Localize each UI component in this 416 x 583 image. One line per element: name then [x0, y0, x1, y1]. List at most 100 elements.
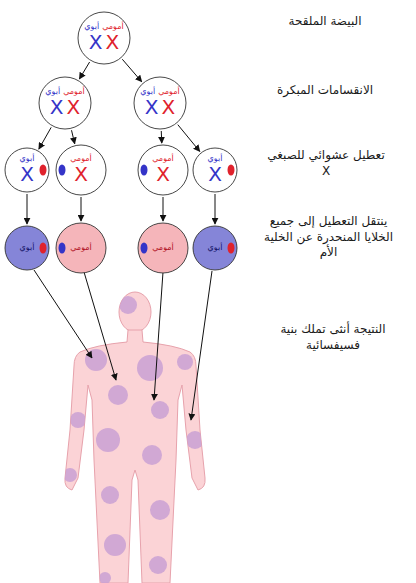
zygote-cell: أبويأموميXX — [77, 11, 131, 65]
mosaic-patch — [96, 428, 120, 452]
division-arrow — [81, 197, 82, 221]
cell-circle — [78, 12, 130, 64]
lineage-cell: أمومي — [137, 222, 189, 274]
origin-label: أمومي — [102, 23, 124, 31]
origin-label: أبوي — [208, 155, 223, 163]
origin-label: أمومي — [70, 155, 92, 163]
division-arrow — [39, 127, 51, 149]
inactive-x-body — [40, 243, 47, 254]
cell-content: أمومي — [70, 244, 92, 252]
origin-label: أبوي — [140, 88, 155, 96]
mosaic-patch — [70, 412, 86, 428]
mosaic-patch — [142, 445, 162, 465]
origin-label: أبوي — [20, 155, 35, 163]
arrow-line — [191, 271, 212, 420]
arrow-line — [34, 270, 92, 358]
origin-label: أبوي — [20, 244, 35, 252]
chromosome-letter: X — [20, 164, 34, 185]
origin-label: أبوي — [84, 23, 99, 31]
origin-label: أمومي — [152, 244, 174, 252]
inactivation-cell: أبويX — [4, 147, 50, 193]
division-arrow — [79, 62, 89, 79]
text-row: أبوي — [208, 155, 223, 163]
cell-circle — [138, 145, 188, 195]
stage-label: النتيجة أنثى تملك بنية فسيفسائية — [268, 322, 398, 353]
mosaic-patch — [63, 468, 77, 482]
cell-outline — [38, 76, 92, 130]
text-row: XX — [50, 97, 80, 118]
origin-label: أبوي — [45, 88, 60, 96]
chromosome-letter: X — [67, 97, 81, 118]
cell-outline — [77, 11, 131, 65]
stage-label: تعطيل عشوائي للصبغي X — [262, 148, 390, 179]
text-row: أبوي — [208, 244, 223, 252]
cell-circle — [138, 223, 188, 273]
mosaic-patch — [177, 354, 193, 370]
text-row: أبويأمومي — [45, 88, 84, 96]
chromosome-letter: X — [208, 164, 222, 185]
text-row: X — [20, 164, 34, 185]
inactive-x-body — [228, 165, 235, 176]
mosaic-patch — [149, 556, 167, 574]
origin-label: أبوي — [208, 244, 223, 252]
chromosome-letter: X — [106, 32, 120, 53]
cell-content: أبويX — [208, 155, 223, 184]
cell-circle — [193, 226, 237, 270]
cell-content: أموميX — [152, 155, 174, 184]
text-row: X — [156, 164, 170, 185]
cell-content: أبويأموميXX — [140, 88, 179, 117]
inactive-x-body — [40, 165, 47, 176]
early-cell: أبويأموميXX — [38, 76, 92, 130]
inactivation-cell: أموميX — [55, 144, 107, 196]
cell-circle — [5, 226, 49, 270]
cell-circle — [134, 77, 186, 129]
inactivation-cell: أبويX — [192, 147, 238, 193]
text-row: XX — [145, 97, 175, 118]
lineage-cell: أمومي — [55, 222, 107, 274]
cell-circle — [56, 145, 106, 195]
mosaic-patch — [101, 486, 119, 504]
chromosome-letter: X — [145, 97, 159, 118]
inactive-x-body — [141, 165, 148, 176]
cell-content: أبويأموميXX — [84, 23, 123, 52]
text-row: أبويأمومي — [84, 23, 123, 31]
text-row: أمومي — [70, 244, 92, 252]
inactive-x-body — [228, 243, 235, 254]
chromosome-letter: X — [50, 97, 64, 118]
chromosome-letter: X — [162, 97, 176, 118]
cell-content: أموميX — [70, 155, 92, 184]
division-arrow — [178, 125, 200, 152]
mosaic-patch — [104, 534, 126, 556]
cell-content: أبوي — [208, 244, 223, 252]
lineage-cell: أبوي — [192, 225, 238, 271]
mosaic-patch — [137, 355, 163, 381]
cell-content: أبويأموميXX — [45, 88, 84, 117]
text-row: X — [208, 164, 222, 185]
body-arrows — [34, 270, 212, 420]
division-arrow — [72, 130, 75, 144]
body-outline — [65, 330, 205, 583]
origin-label: أمومي — [158, 88, 180, 96]
division-arrow — [27, 194, 28, 224]
cell-circle — [56, 223, 106, 273]
division-arrow — [161, 131, 163, 143]
division-arrow — [163, 197, 164, 221]
cell-circle — [5, 148, 49, 192]
chromosome-letter: X — [74, 164, 88, 185]
cell-circle — [39, 77, 91, 129]
lineage-cell: أبوي — [4, 225, 50, 271]
body-head — [119, 292, 151, 332]
inactive-x-body — [59, 243, 66, 254]
origin-label: أمومي — [152, 155, 174, 163]
inactive-x-body — [59, 165, 66, 176]
arrow-line — [154, 272, 163, 400]
mosaic-patches — [63, 296, 204, 583]
text-row: أبوي — [20, 155, 35, 163]
cell-circle — [193, 148, 237, 192]
origin-label: أمومي — [63, 88, 85, 96]
inactive-x-body — [141, 243, 148, 254]
division-arrow — [122, 59, 141, 82]
text-row: أمومي — [152, 155, 174, 163]
early-cell: أبويأموميXX — [133, 76, 187, 130]
